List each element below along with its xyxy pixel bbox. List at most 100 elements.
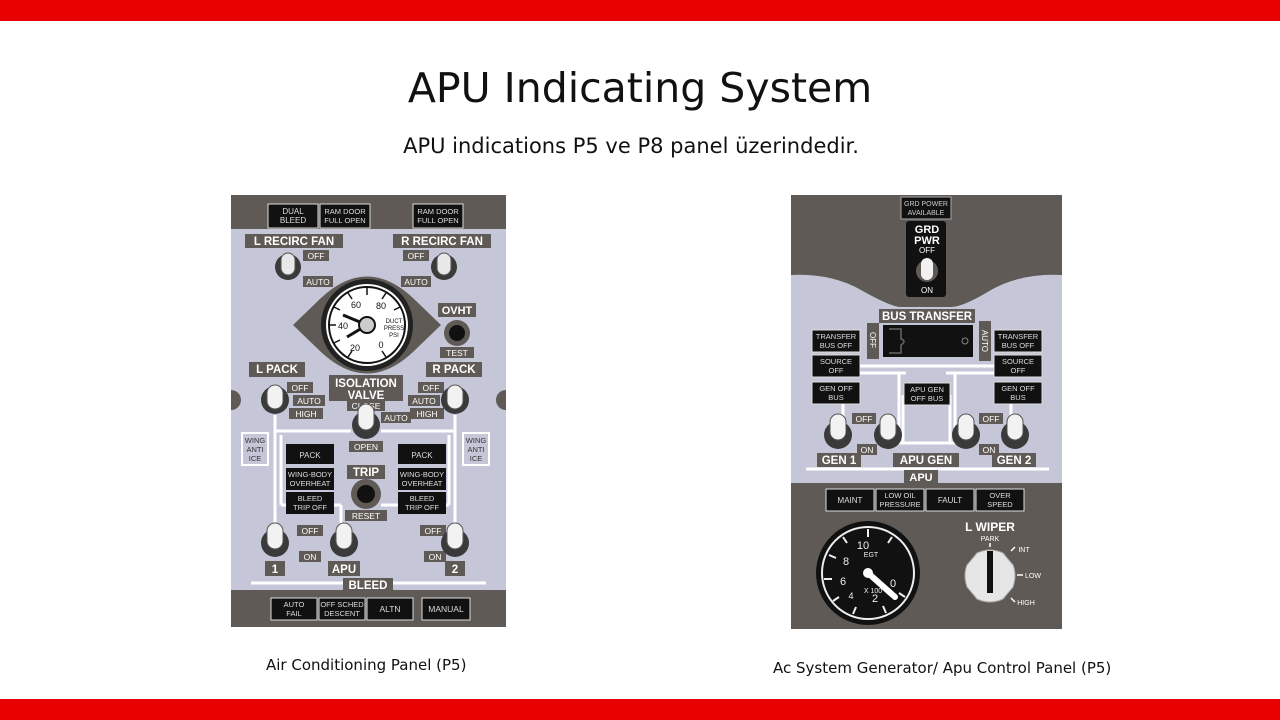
apu-fault-light: FAULT xyxy=(925,488,975,512)
bus-transfer-switch[interactable] xyxy=(883,325,973,357)
right-panel-caption: Ac System Generator/ Apu Control Panel (… xyxy=(773,659,1112,677)
svg-text:ANTI: ANTI xyxy=(246,445,263,454)
svg-text:APU: APU xyxy=(332,564,356,576)
bleed-label: BLEED xyxy=(349,580,388,592)
air-conditioning-panel: DUAL BLEED RAM DOOR FULL OPEN RAM DOOR F… xyxy=(231,195,506,627)
svg-text:AUTO: AUTO xyxy=(297,396,321,406)
svg-text:PSI: PSI xyxy=(389,333,399,339)
svg-text:WING: WING xyxy=(245,436,266,445)
svg-text:FULL OPEN: FULL OPEN xyxy=(324,216,365,225)
svg-text:ICE: ICE xyxy=(470,454,483,463)
bleed-1-switch[interactable] xyxy=(261,522,289,557)
apu-bleed-switch[interactable] xyxy=(330,522,358,557)
svg-text:BUS OFF: BUS OFF xyxy=(820,341,853,350)
svg-text:BLEED: BLEED xyxy=(410,494,435,503)
svg-text:FAIL: FAIL xyxy=(286,609,301,618)
svg-text:6: 6 xyxy=(840,576,846,588)
left-panel-caption: Air Conditioning Panel (P5) xyxy=(266,656,467,674)
svg-text:PRESSURE: PRESSURE xyxy=(879,500,920,509)
r-pack-label: R PACK xyxy=(432,364,476,376)
svg-text:OVER: OVER xyxy=(989,491,1011,500)
svg-text:PACK: PACK xyxy=(299,451,321,460)
svg-text:AVAILABLE: AVAILABLE xyxy=(908,210,945,217)
top-red-bar xyxy=(0,0,1280,21)
svg-text:ON: ON xyxy=(304,552,317,562)
ovht-test-button[interactable] xyxy=(444,320,470,346)
svg-text:ON: ON xyxy=(861,445,874,455)
svg-text:GEN OFF: GEN OFF xyxy=(819,384,853,393)
trip-reset-button[interactable] xyxy=(351,479,381,509)
svg-text:EGT: EGT xyxy=(864,552,879,559)
l-wing-body-overheat-light: WING-BODY OVERHEAT xyxy=(286,468,334,490)
source-off-light-1: SOURCE OFF xyxy=(811,354,861,378)
svg-text:OFF: OFF xyxy=(308,251,325,261)
transfer-bus-off-light-2: TRANSFER BUS OFF xyxy=(993,329,1043,353)
svg-text:WING-BODY: WING-BODY xyxy=(400,470,444,479)
l-wiper-label: L WIPER xyxy=(965,520,1015,534)
svg-text:TEST: TEST xyxy=(446,348,468,358)
svg-text:BLEED: BLEED xyxy=(280,216,306,225)
svg-text:RAM DOOR: RAM DOOR xyxy=(324,207,366,216)
l-recirc-fan-switch[interactable] xyxy=(275,252,301,280)
svg-text:OFF: OFF xyxy=(919,246,935,255)
apu-overspeed-light: OVER SPEED xyxy=(975,488,1025,512)
apu-gen-switch-1[interactable] xyxy=(874,413,902,449)
svg-text:BUS: BUS xyxy=(828,393,843,402)
svg-text:80: 80 xyxy=(376,301,386,311)
svg-text:DUCT: DUCT xyxy=(386,319,403,325)
l-pack-light: PACK xyxy=(286,444,334,464)
svg-text:HIGH: HIGH xyxy=(295,409,316,419)
svg-text:MAINT: MAINT xyxy=(838,496,863,505)
svg-text:OFF: OFF xyxy=(983,414,1000,424)
svg-text:OFF: OFF xyxy=(292,383,309,393)
svg-text:APU GEN: APU GEN xyxy=(910,385,944,394)
apu-gen-switch-2[interactable] xyxy=(952,413,980,449)
svg-text:1: 1 xyxy=(272,564,279,576)
svg-text:OFF: OFF xyxy=(302,526,319,536)
duct-pressure-gauge: 60 80 40 20 0 DUCT PRESS PSI xyxy=(293,276,441,374)
apu-low-oil-pressure-light: LOW OIL PRESSURE xyxy=(875,488,925,512)
svg-text:OFF SCHED: OFF SCHED xyxy=(320,600,364,609)
svg-text:OFF: OFF xyxy=(408,251,425,261)
gen-off-bus-light-1: GEN OFF BUS xyxy=(811,381,861,405)
svg-text:40: 40 xyxy=(338,321,348,331)
svg-text:OFF: OFF xyxy=(829,366,844,375)
ram-door-full-open-light-left: RAM DOOR FULL OPEN xyxy=(319,203,371,229)
svg-text:AUTO: AUTO xyxy=(306,277,330,287)
svg-text:10: 10 xyxy=(857,540,869,552)
svg-text:OVERHEAT: OVERHEAT xyxy=(402,479,443,488)
wing-anti-ice-light-right: WING ANTI ICE xyxy=(462,432,490,466)
manual-light: MANUAL xyxy=(421,597,471,621)
svg-text:LOW OIL: LOW OIL xyxy=(884,491,915,500)
svg-text:GEN 2: GEN 2 xyxy=(997,455,1032,467)
r-pack-switch[interactable] xyxy=(441,384,469,414)
auto-fail-light: AUTO FAIL xyxy=(270,597,318,621)
gen-2-switch[interactable] xyxy=(1001,413,1029,449)
gen-off-bus-light-2: GEN OFF BUS xyxy=(993,381,1043,405)
svg-text:0: 0 xyxy=(890,578,896,590)
gen-1-switch[interactable] xyxy=(824,413,852,449)
off-sched-descent-light: OFF SCHED DESCENT xyxy=(318,597,366,621)
bus-transfer-label: BUS TRANSFER xyxy=(882,311,973,323)
svg-text:DESCENT: DESCENT xyxy=(324,609,360,618)
l-pack-label: L PACK xyxy=(256,364,298,376)
bleed-2-switch[interactable] xyxy=(441,522,469,557)
svg-text:OFF: OFF xyxy=(868,332,877,348)
svg-text:WING: WING xyxy=(466,436,487,445)
l-pack-switch[interactable] xyxy=(261,384,289,414)
r-recirc-fan-switch[interactable] xyxy=(431,252,457,280)
svg-text:BUS: BUS xyxy=(1010,393,1025,402)
svg-text:8: 8 xyxy=(843,556,849,568)
svg-text:GEN OFF: GEN OFF xyxy=(1001,384,1035,393)
svg-text:TRIP OFF: TRIP OFF xyxy=(293,503,327,512)
source-off-light-2: SOURCE OFF xyxy=(993,354,1043,378)
isolation-valve-switch[interactable] xyxy=(352,403,380,439)
svg-text:AUTO: AUTO xyxy=(404,277,428,287)
bottom-red-bar xyxy=(0,699,1280,720)
grd-pwr-switch[interactable] xyxy=(916,258,938,282)
svg-text:SOURCE: SOURCE xyxy=(1002,357,1034,366)
svg-text:AUTO: AUTO xyxy=(384,413,408,423)
svg-text:TRIP OFF: TRIP OFF xyxy=(405,503,439,512)
l-bleed-trip-off-light: BLEED TRIP OFF xyxy=(286,492,334,514)
l-wiper-selector-knob[interactable] xyxy=(964,549,1016,603)
